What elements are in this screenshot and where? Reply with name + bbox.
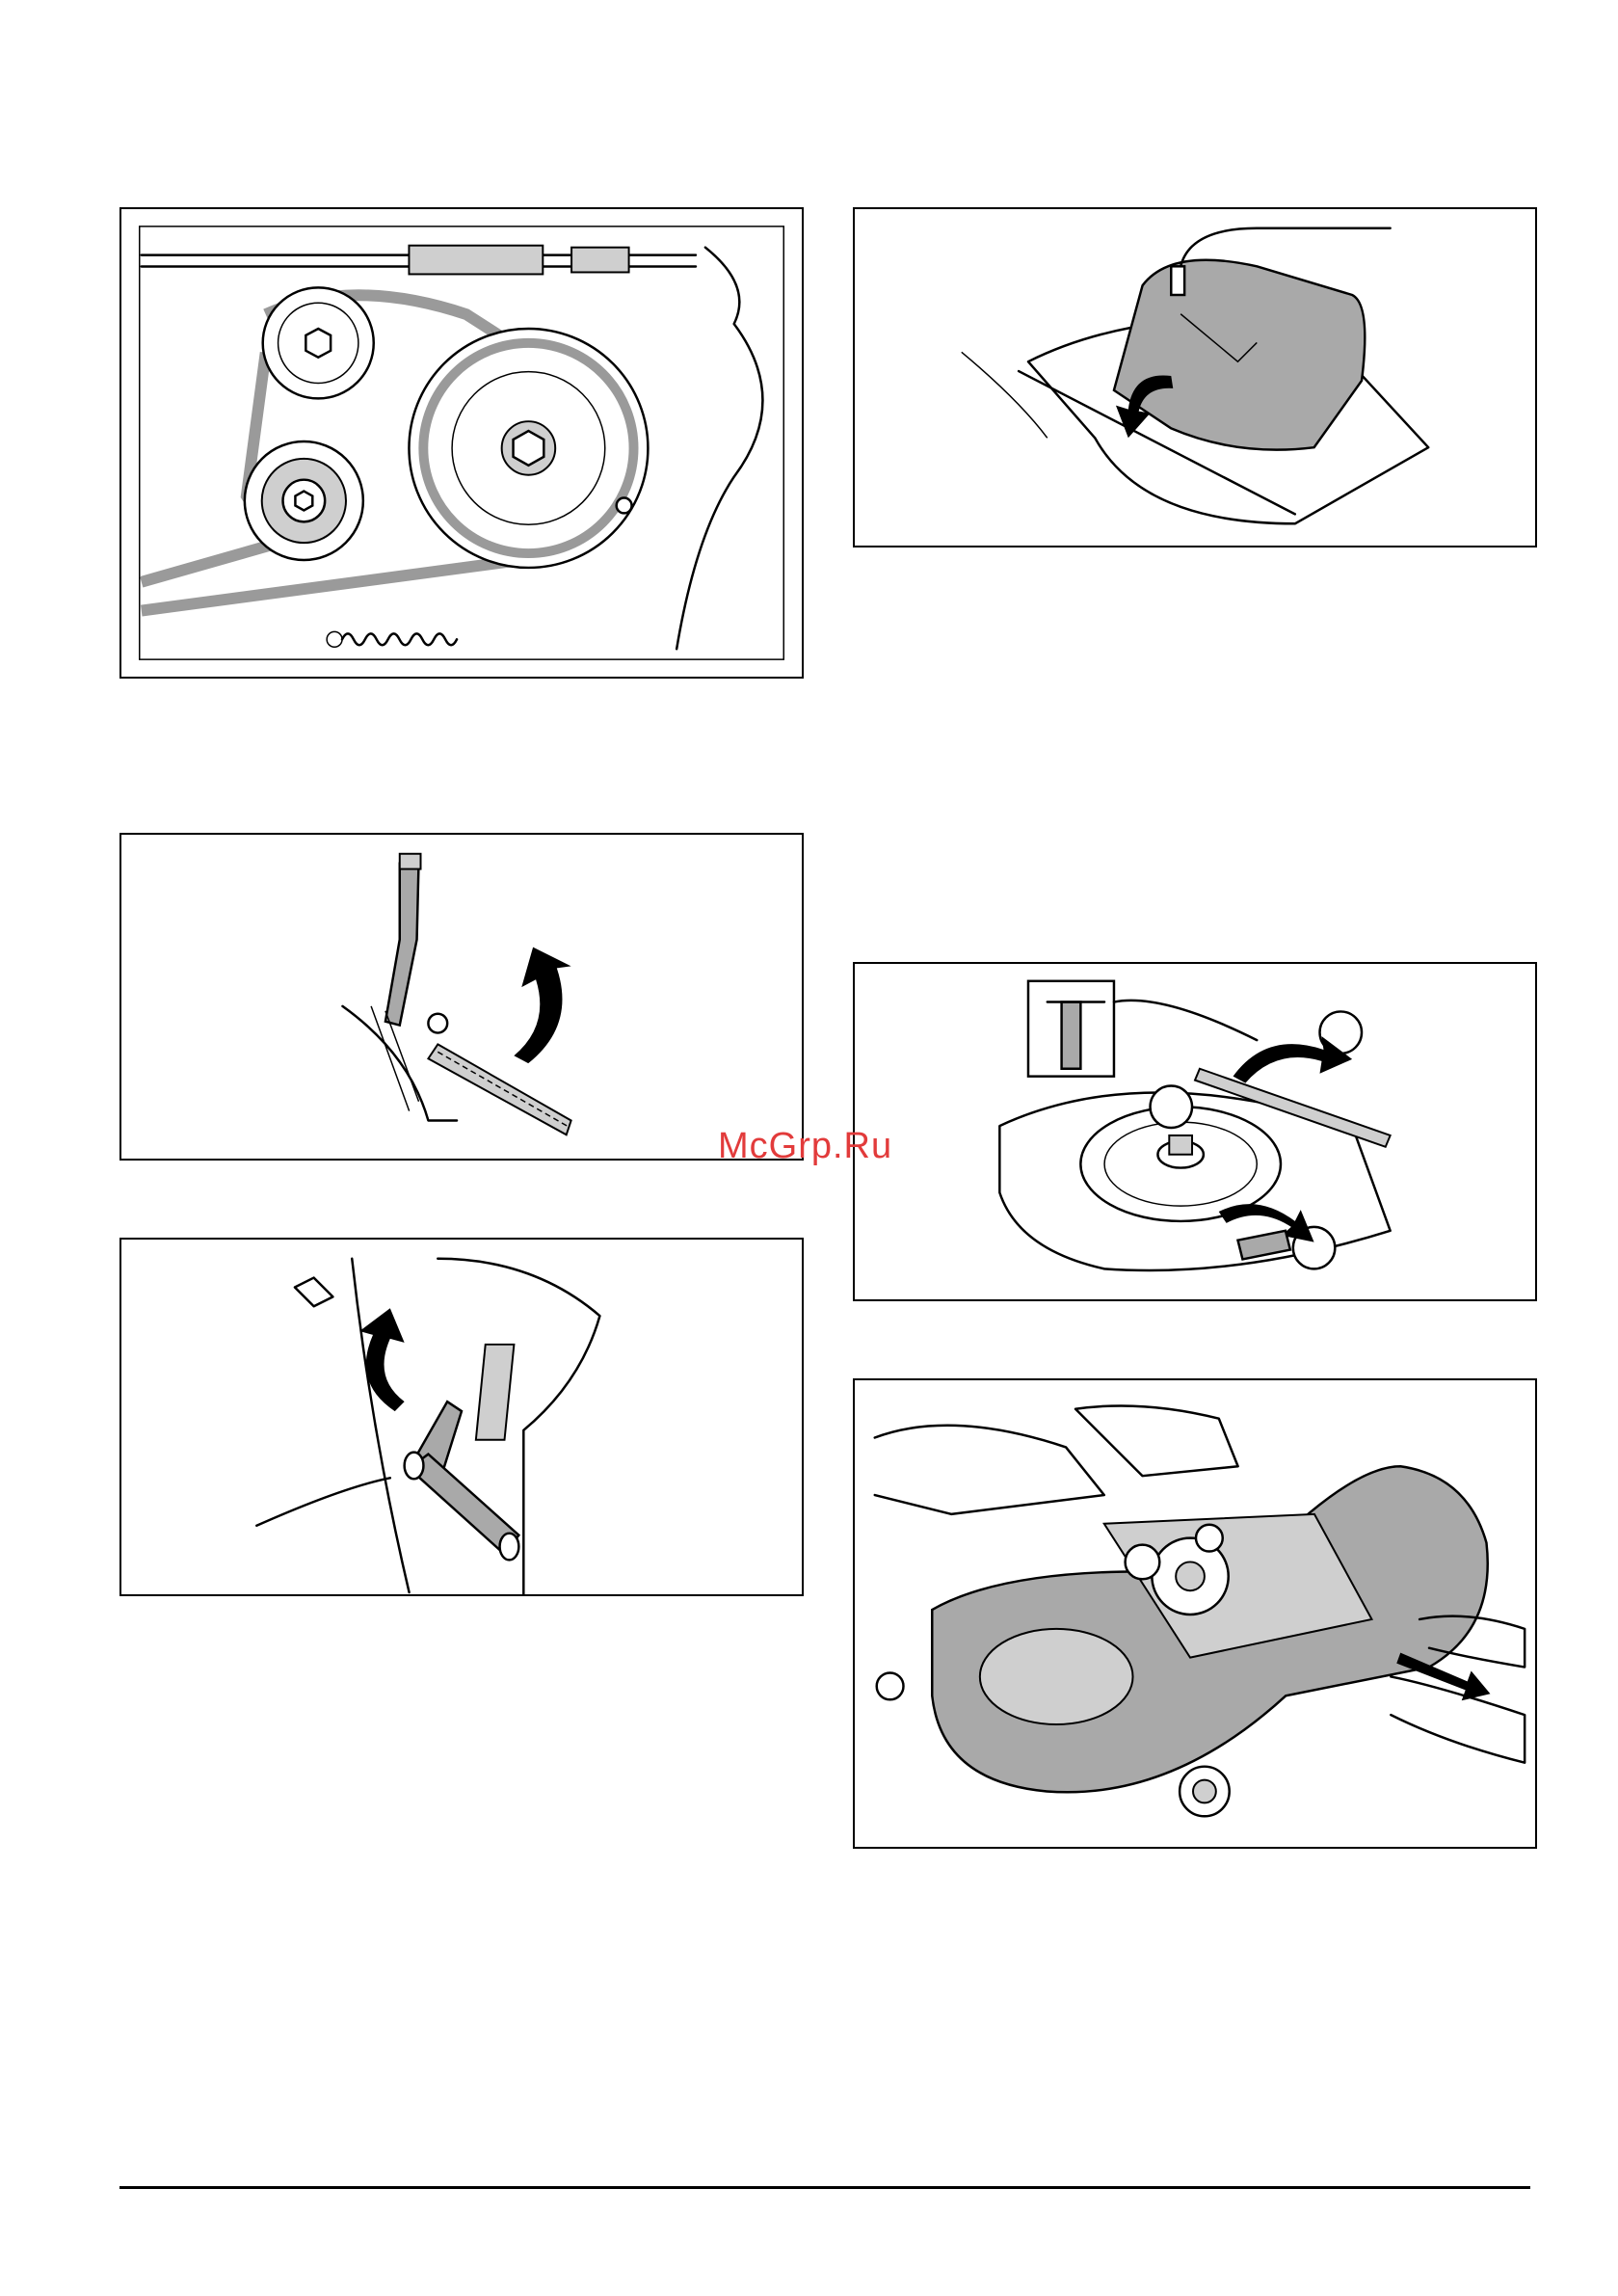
cover-removal-illustration: [855, 209, 1535, 546]
locking-pin-figure: [119, 1238, 804, 1596]
belt-cover-figure: [853, 207, 1537, 547]
lever-arrow-illustration: [121, 835, 802, 1159]
watermark-text: McGrp.Ru: [718, 1126, 892, 1167]
belt-drive-figure: [119, 207, 804, 679]
mower-deck-illustration: [855, 1380, 1535, 1847]
footer-rule: [119, 2186, 1530, 2189]
belt-pulley-illustration: [121, 209, 802, 677]
numbered-callout-illustration: [855, 964, 1535, 1299]
pulley-belt-removal-figure: [853, 962, 1537, 1301]
lift-lever-figure: [119, 833, 804, 1161]
pin-arrow-illustration: [121, 1240, 802, 1594]
callout-circle-a: [1151, 1086, 1193, 1129]
deck-removal-figure: [853, 1378, 1537, 1849]
